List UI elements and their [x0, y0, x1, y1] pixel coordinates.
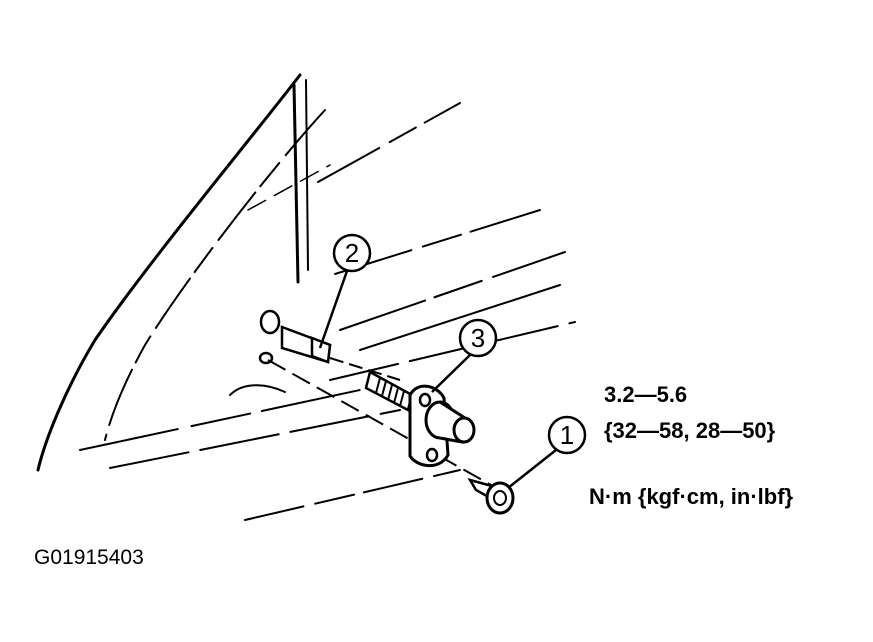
callout-1-number: 1 [560, 420, 574, 450]
vehicle-body-outline [36, 73, 576, 521]
callout-3-number: 3 [471, 323, 485, 353]
figure-code: G01915403 [34, 546, 144, 569]
torque-alternate-units: {32—58, 28—50} [604, 418, 776, 443]
callout-2-number: 2 [345, 238, 359, 268]
callout-3: 3 [431, 318, 498, 393]
callout-1: 1 [507, 415, 587, 489]
latch-assembly [258, 309, 515, 515]
callout-2: 2 [318, 233, 372, 349]
torque-units-legend: N·m {kgf·cm, in·lbf} [589, 484, 794, 509]
torque-value: 3.2—5.6 [604, 382, 688, 407]
